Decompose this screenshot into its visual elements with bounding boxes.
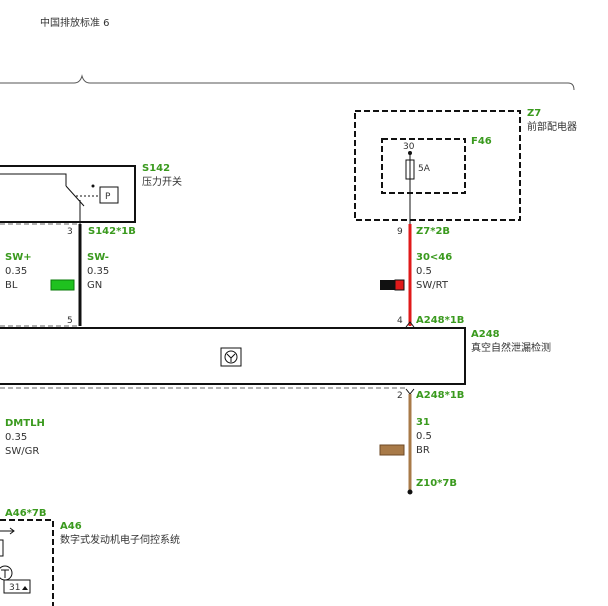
wire-dmtlh-size: 0.35 bbox=[5, 432, 27, 443]
a248-code: A248 bbox=[471, 329, 500, 340]
wire-30-size: 0.5 bbox=[416, 266, 432, 277]
f46-code: F46 bbox=[471, 136, 492, 147]
z7-2b-label: Z7*2B bbox=[416, 226, 450, 237]
harness-box-top bbox=[0, 223, 80, 327]
a46-pin: 31 bbox=[9, 583, 20, 593]
z7-2b-pin: 9 bbox=[397, 227, 403, 237]
wire-30-signal: 30<46 bbox=[416, 252, 452, 263]
wire-30-swatch-black bbox=[380, 280, 395, 290]
s142-code: S142 bbox=[142, 163, 170, 174]
wire-31-size: 0.5 bbox=[416, 431, 432, 442]
wire-31-swatch bbox=[379, 444, 405, 456]
z7-box bbox=[354, 110, 521, 221]
switch-contact bbox=[65, 185, 85, 207]
z7-name: 前部配电器 bbox=[527, 120, 577, 133]
pressure-sensor-icon bbox=[99, 186, 119, 204]
wire-sw-plus-size: 0.35 bbox=[5, 266, 27, 277]
s142-1b-label: S142*1B bbox=[88, 226, 136, 237]
transistor-icon-symbol bbox=[1, 569, 9, 578]
wire-sw-minus-color: GN bbox=[87, 280, 102, 291]
wire-sw-plus-color: BL bbox=[5, 280, 18, 291]
transistor-icon bbox=[0, 565, 13, 581]
wire-dmtlh-color: SW/GR bbox=[5, 446, 39, 457]
a248-name: 真空自然泄漏检测 bbox=[471, 341, 551, 354]
signal-arrow-icon bbox=[0, 527, 15, 535]
a248-1b-bottom-pin: 2 bbox=[397, 391, 403, 401]
a248-1b-top-pin: 4 bbox=[397, 316, 403, 326]
f46-pin: 30 bbox=[403, 142, 415, 152]
f46-rating: 5A bbox=[418, 164, 431, 174]
a248-1b-bottom-label: A248*1B bbox=[416, 390, 464, 401]
a248-1b-top-label: A248*1B bbox=[416, 315, 464, 326]
a46-box bbox=[0, 519, 54, 606]
wire-sw-plus-color-swatch bbox=[50, 279, 75, 291]
pressure-label: P bbox=[105, 192, 111, 202]
wire-sw-plus-signal: SW+ bbox=[5, 252, 32, 263]
z10-7b-label: Z10*7B bbox=[416, 478, 457, 489]
switch-pivot bbox=[91, 184, 95, 188]
s142-internal-wire bbox=[0, 173, 67, 186]
s142-1b-pin: 3 bbox=[67, 227, 73, 237]
connector-arrow-icon bbox=[405, 388, 415, 395]
pump-icon bbox=[220, 347, 242, 367]
a46-7b-label: A46*7B bbox=[5, 508, 46, 519]
s142-name: 压力开关 bbox=[142, 175, 182, 188]
wire-30-color: SW/RT bbox=[416, 280, 449, 291]
pump-icon-symbol bbox=[226, 353, 236, 362]
pump-icon-circle bbox=[224, 350, 238, 364]
pin-5: 5 bbox=[67, 316, 73, 326]
a46-name: 数字式发动机电子伺控系统 bbox=[60, 533, 180, 546]
a248-box bbox=[0, 327, 466, 385]
section-bracket bbox=[0, 74, 575, 91]
ground-terminal bbox=[407, 489, 413, 495]
wire-sw-minus-signal: SW- bbox=[87, 252, 109, 263]
wire-31-color: BR bbox=[416, 445, 430, 456]
a46-code: A46 bbox=[60, 521, 82, 532]
wire-sw-minus-size: 0.35 bbox=[87, 266, 109, 277]
ground-icon bbox=[22, 586, 28, 590]
s142-box bbox=[0, 165, 136, 223]
wire-31-signal: 31 bbox=[416, 417, 430, 428]
page-title: 中国排放标准 6 bbox=[40, 16, 110, 29]
f46-box bbox=[381, 138, 466, 194]
wire-dmtlh-signal: DMTLH bbox=[5, 418, 45, 429]
connector-arrow-icon bbox=[405, 321, 415, 328]
wire-30-swatch-red bbox=[394, 279, 405, 291]
a46-resistor-icon bbox=[0, 539, 4, 557]
z7-code: Z7 bbox=[527, 108, 541, 119]
